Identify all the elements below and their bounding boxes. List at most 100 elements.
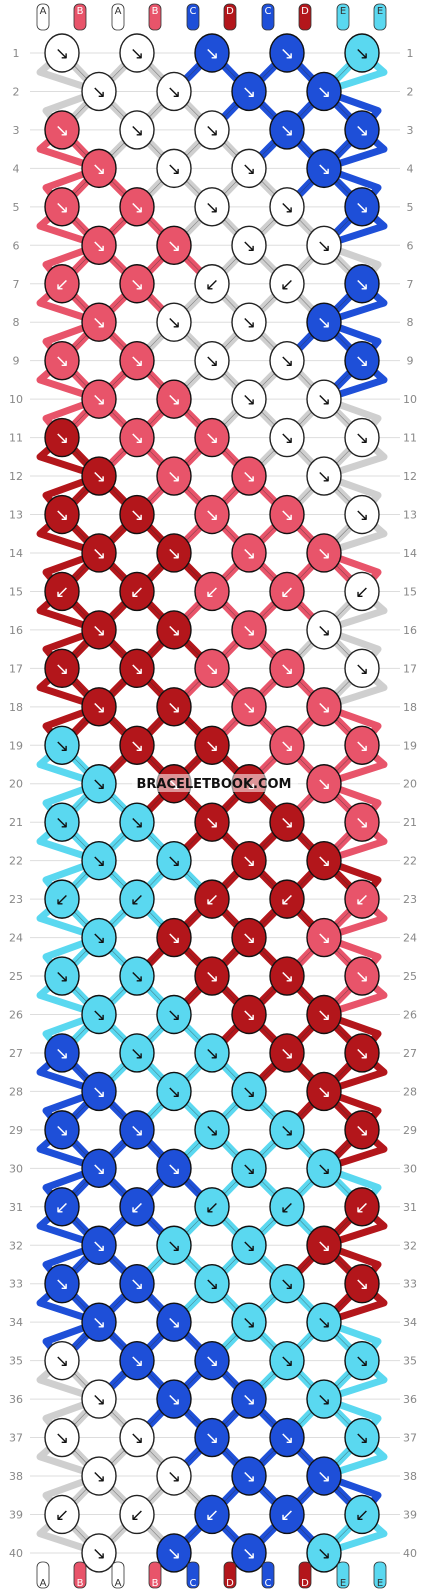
knot-arrow: ↘ (205, 659, 219, 679)
knot-arrow: ↘ (55, 967, 69, 987)
knot (81, 917, 117, 958)
knot-arrow: ↘ (280, 1275, 294, 1295)
knot (119, 956, 155, 996)
row-number-right: 24 (403, 932, 417, 945)
row-number-right: 6 (407, 239, 414, 252)
row-number-right: 15 (403, 585, 417, 598)
knot-grid: ↘↘↘↘↘↘↘↘↘↘↘↘↘↘↘↘↘↘↘↘↘↘↘↘↘↘↘↙↘↙↙↘↘↘↘↘↘↘↘↘… (44, 33, 380, 1573)
row-number-left: 13 (9, 509, 23, 522)
knot (156, 994, 192, 1035)
knot-arrow: ↘ (167, 82, 181, 102)
row-number-right: 22 (403, 855, 417, 868)
knot (119, 725, 155, 765)
knot-arrow: ↘ (130, 736, 144, 756)
knot-arrow: ↘ (92, 929, 106, 949)
knot-arrow: ↘ (130, 1044, 144, 1064)
knot-arrow: ↘ (317, 1006, 331, 1026)
knot-arrow: ↘ (355, 429, 369, 449)
knot-arrow: ↘ (280, 1352, 294, 1372)
knot-arrow: ↘ (167, 1006, 181, 1026)
knot (306, 1456, 342, 1496)
knot-arrow: ↘ (92, 698, 106, 718)
row-number-left: 2 (13, 85, 20, 98)
knot (156, 379, 192, 419)
knot (81, 840, 117, 881)
row-number-left: 21 (9, 816, 23, 829)
knot (269, 1417, 305, 1458)
row-number-left: 10 (9, 393, 23, 406)
strand-label: D (301, 1578, 309, 1589)
knot (194, 725, 230, 765)
knot (231, 71, 267, 112)
knot-arrow: ↘ (242, 698, 256, 718)
knot-arrow: ↘ (355, 736, 369, 756)
knot-arrow: ↘ (55, 506, 69, 526)
knot (194, 1494, 230, 1535)
knot (119, 1494, 155, 1535)
knot-arrow: ↘ (55, 813, 69, 833)
knot (306, 610, 342, 650)
knot-arrow: ↘ (92, 313, 106, 333)
knot (344, 956, 380, 996)
knot-arrow: ↘ (317, 698, 331, 718)
row-number-right: 23 (403, 893, 417, 906)
strand-tag (223, 1561, 237, 1589)
watermark-backdrop (132, 774, 298, 792)
knot (194, 1187, 230, 1227)
row-numbers-right: 1234567891011121314151617181920212223242… (403, 47, 417, 1560)
knot-arrow: ↘ (355, 121, 369, 141)
knot (269, 1033, 305, 1073)
row-number-right: 38 (403, 1470, 417, 1483)
knot-arrow: ↘ (205, 967, 219, 987)
strand-label: C (190, 6, 197, 17)
knot (156, 917, 192, 958)
knot (119, 494, 155, 535)
knot (231, 302, 267, 342)
knot-arrow: ↘ (317, 236, 331, 256)
row-number-right: 31 (403, 1201, 417, 1214)
knot-arrow: ↘ (317, 1544, 331, 1564)
knot (269, 802, 305, 842)
knot (269, 879, 305, 919)
knot-arrow: ↘ (130, 275, 144, 295)
strand-tag (148, 3, 162, 31)
row-number-left: 11 (9, 432, 23, 445)
knot (269, 417, 305, 458)
row-number-right: 17 (403, 662, 417, 675)
knot (344, 1033, 380, 1073)
knot-arrow: ↘ (280, 44, 294, 64)
knot-arrow: ↘ (167, 1390, 181, 1410)
knot (269, 264, 305, 304)
row-number-right: 14 (403, 547, 417, 560)
strand-label: C (190, 1578, 197, 1589)
knot-arrow: ↘ (205, 1044, 219, 1064)
knot-arrow: ↘ (280, 1044, 294, 1064)
knot-arrow: ↘ (205, 1275, 219, 1295)
knot (269, 1110, 305, 1150)
row-number-right: 18 (403, 701, 417, 714)
knot-arrow: ↘ (205, 1429, 219, 1449)
knot (194, 417, 230, 458)
knot (231, 1456, 267, 1496)
knot (231, 1379, 267, 1419)
knot-arrow: ↘ (130, 659, 144, 679)
strand-label: D (226, 1578, 234, 1589)
knot (344, 110, 380, 150)
knot (119, 1110, 155, 1150)
row-number-right: 25 (403, 970, 417, 983)
knot-arrow: ↘ (167, 698, 181, 718)
knot (81, 148, 117, 189)
knot (44, 1264, 80, 1304)
knot-arrow: ↘ (205, 121, 219, 141)
knot (119, 1033, 155, 1073)
row-number-right: 7 (407, 278, 414, 291)
row-number-left: 6 (13, 239, 20, 252)
row-number-right: 5 (407, 201, 414, 214)
knot-arrow: ↘ (55, 1275, 69, 1295)
knot-arrow: ↘ (242, 1082, 256, 1102)
strand-tag (298, 3, 312, 31)
knot-arrow: ↙ (55, 275, 69, 295)
knot-arrow: ↘ (130, 1352, 144, 1372)
row-number-left: 8 (13, 316, 20, 329)
knot (269, 956, 305, 996)
